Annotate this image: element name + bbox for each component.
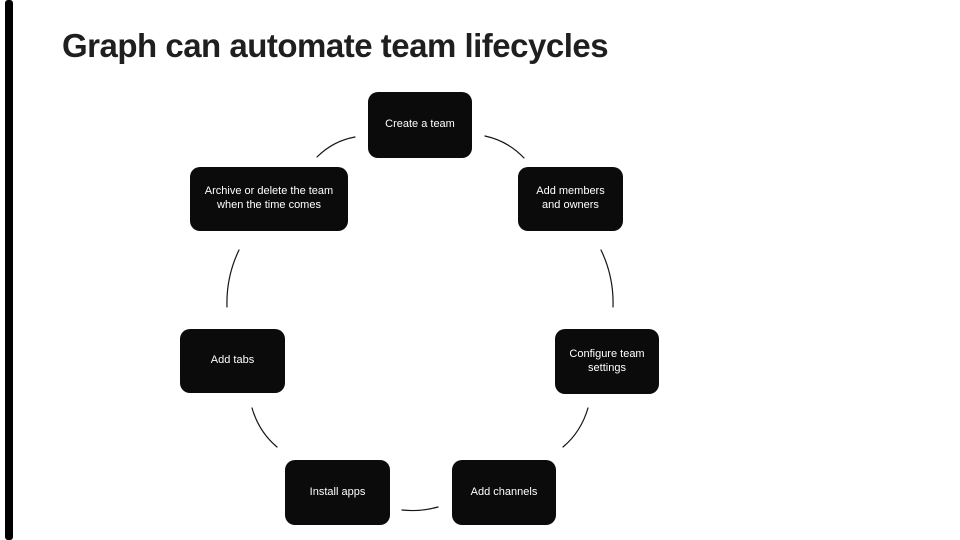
node-install-apps: Install apps (285, 460, 390, 525)
connector-right (600, 249, 614, 308)
node-archive-or-delete-team: Archive or delete the team when the time… (190, 167, 348, 231)
connector-top-right (484, 135, 525, 159)
connector-bottom-right (562, 407, 589, 448)
connector-bottom-left (251, 407, 278, 448)
connector-top-left (316, 136, 356, 158)
connector-left (226, 249, 240, 308)
node-configure-team-settings: Configure team settings (555, 329, 659, 394)
node-add-tabs: Add tabs (180, 329, 285, 393)
node-add-members-and-owners: Add members and owners (518, 167, 623, 231)
slide-title: Graph can automate team lifecycles (62, 27, 609, 64)
left-edge-bar (5, 0, 13, 540)
connector-bottom-mid (401, 506, 439, 512)
node-add-channels: Add channels (452, 460, 556, 525)
node-create-a-team: Create a team (368, 92, 472, 158)
